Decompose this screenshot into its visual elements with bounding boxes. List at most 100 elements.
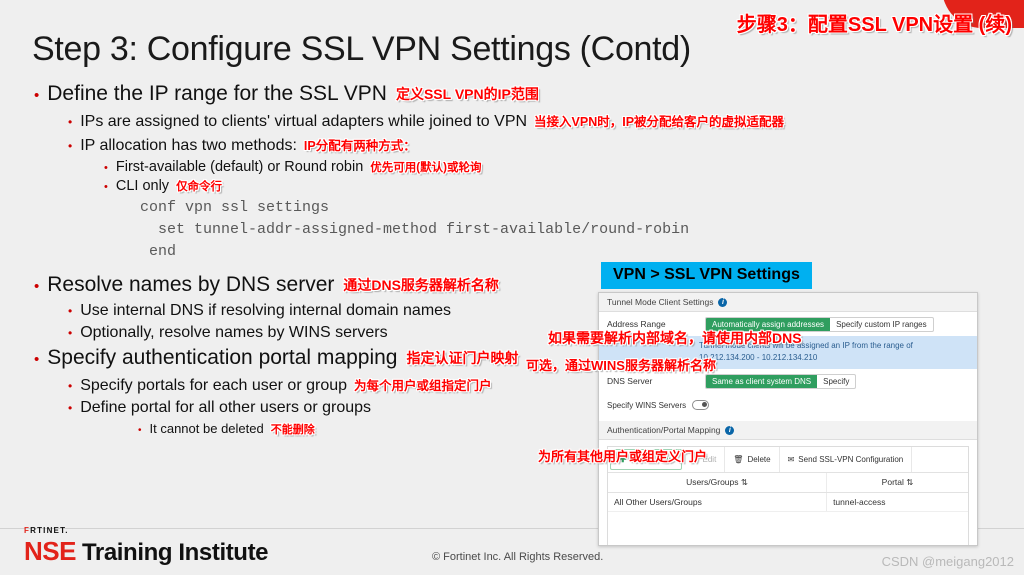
auth-portal-section-label: Authentication/Portal Mapping xyxy=(607,425,721,436)
bullet-marker-icon: • xyxy=(104,162,108,174)
delete-label: Delete xyxy=(747,455,771,465)
bullet-cn-annotation: 不能删除 xyxy=(270,424,315,437)
trash-icon: 🗑 xyxy=(733,455,744,465)
tunnel-mode-section-header: Tunnel Mode Client Settings i xyxy=(599,293,977,312)
portal-header-label: Portal xyxy=(881,477,904,488)
bullet-level1-portal-mapping: • Specify authentication portal mapping … xyxy=(30,346,1010,370)
cell-users-groups: All Other Users/Groups xyxy=(608,492,827,513)
nse-text: NSE xyxy=(24,536,76,566)
bullet-marker-icon: • xyxy=(34,351,40,369)
bullet-marker-icon: • xyxy=(68,326,73,341)
table-row[interactable]: All Other Users/Groups tunnel-access xyxy=(608,492,968,513)
bullet-text: Define the IP range for the SSL VPN xyxy=(47,82,387,105)
bullet-text: Specify authentication portal mapping xyxy=(47,346,398,370)
dns-server-row: DNS Server Same as client system DNS Spe… xyxy=(599,369,977,393)
copyright-notice: © Fortinet Inc. All Rights Reserved. xyxy=(432,551,604,563)
bullet-text: Define portal for all other users or gro… xyxy=(80,399,372,417)
sort-icon[interactable]: ⇅ xyxy=(740,477,748,488)
bullet-text: Optionally, resolve names by WINS server… xyxy=(80,324,388,342)
plus-icon: ✚ xyxy=(619,454,627,465)
cli-code-block: conf vpn ssl settings set tunnel-addr-as… xyxy=(140,199,690,260)
bullet-marker-icon: • xyxy=(68,379,73,394)
bullet-cn-annotation: IP分配有两种方式： xyxy=(303,139,416,153)
auth-portal-section-header: Authentication/Portal Mapping i xyxy=(599,421,977,441)
table-empty-area xyxy=(608,512,968,545)
bullet-cn-annotation: 通过DNS服务器解析名称 xyxy=(343,277,499,294)
bullet-level2-ips-assigned: • IPs are assigned to clients' virtual a… xyxy=(30,111,1010,131)
column-header-portal[interactable]: Portal ⇅ xyxy=(826,473,968,494)
address-range-segmented-control[interactable]: Automatically assign addresses Specify c… xyxy=(705,316,934,332)
envelope-icon: ✉ xyxy=(787,455,795,465)
bullet-marker-icon: • xyxy=(34,87,40,104)
portal-mapping-table-wrapper: ✚ Create New ✎ Edit 🗑 Delete ✉ Send SSL-… xyxy=(607,446,969,545)
dns-server-segmented-control[interactable]: Same as client system DNS Specify xyxy=(705,373,857,389)
fortinet-wordmark: FRTINET. xyxy=(24,526,268,535)
dns-option-same-as-client[interactable]: Same as client system DNS xyxy=(706,374,818,388)
bullet-marker-icon: • xyxy=(68,139,73,153)
address-range-option-custom[interactable]: Specify custom IP ranges xyxy=(836,319,927,329)
wins-servers-label: Specify WINS Servers xyxy=(607,400,687,410)
bullet-marker-icon: • xyxy=(138,425,142,437)
bullet-level2-define-portal-others: • Define portal for all other users or g… xyxy=(30,399,1010,417)
bullet-text: CLI only xyxy=(115,178,170,194)
bullet-cn-annotation: 优先可用(默认)或轮询 xyxy=(370,162,482,174)
bullet-level2-specify-portals: • Specify portals for each user or group… xyxy=(30,375,1010,395)
address-range-row: Address Range Automatically assign addre… xyxy=(599,312,977,336)
ssl-vpn-settings-panel: Tunnel Mode Client Settings i Address Ra… xyxy=(598,292,978,546)
edit-label: Edit xyxy=(702,455,717,465)
bullet-marker-icon: • xyxy=(104,181,108,193)
bullet-marker-icon: • xyxy=(68,401,73,416)
table-header-row: Users/Groups ⇅ Portal ⇅ xyxy=(608,473,968,494)
bullet-text: First-available (default) or Round robin xyxy=(115,159,364,175)
create-new-button[interactable]: ✚ Create New xyxy=(610,449,682,471)
users-groups-header-label: Users/Groups xyxy=(686,477,739,488)
wins-servers-toggle[interactable] xyxy=(692,400,710,411)
spacer xyxy=(30,262,1010,273)
csdn-watermark: CSDN @meigang2012 xyxy=(881,554,1014,569)
address-range-hint: Tunnel mode clients will be assigned an … xyxy=(599,336,977,370)
bullet-marker-icon: • xyxy=(68,304,73,319)
fortinet-rest: RTINET. xyxy=(30,526,69,535)
address-range-option-auto[interactable]: Automatically assign addresses xyxy=(706,317,831,331)
bullet-text: It cannot be deleted xyxy=(149,421,264,437)
gui-breadcrumb-banner: VPN > SSL VPN Settings xyxy=(601,262,812,289)
bullet-text: Specify portals for each user or group xyxy=(80,377,348,395)
bullet-level2-wins-servers: • Optionally, resolve names by WINS serv… xyxy=(30,324,1010,342)
bullet-cn-annotation: 为每个用户或组指定门户 xyxy=(354,379,492,394)
info-icon[interactable]: i xyxy=(718,297,728,307)
bullet-text: IP allocation has two methods: xyxy=(80,137,297,154)
sort-icon[interactable]: ⇅ xyxy=(906,477,914,488)
bullet-marker-icon: • xyxy=(68,115,73,129)
bullet-level2-ip-allocation: • IP allocation has two methods: IP分配有两种… xyxy=(30,135,1010,155)
send-ssl-vpn-configuration-button[interactable]: ✉ Send SSL-VPN Configuration xyxy=(780,447,913,473)
wins-servers-row: Specify WINS Servers xyxy=(599,393,977,417)
edit-button[interactable]: ✎ Edit xyxy=(684,447,726,473)
bullet-cn-annotation: 定义SSL VPN的IP范围 xyxy=(395,86,539,102)
delete-button[interactable]: 🗑 Delete xyxy=(725,447,780,473)
bullet-level2-internal-dns: • Use internal DNS if resolving internal… xyxy=(30,302,1010,320)
create-new-label: Create New xyxy=(630,455,673,465)
pencil-icon: ✎ xyxy=(691,455,699,465)
address-range-label: Address Range xyxy=(607,319,666,329)
annotation-wins-servers: 可选，通过WINS服务器解析名称 xyxy=(526,358,716,373)
training-institute-text: Training Institute xyxy=(81,539,269,566)
bullet-level1-resolve-dns: • Resolve names by DNS server 通过DNS服务器解析… xyxy=(30,273,1010,297)
nse-training-institute-logo: FRTINET. NSE Training Institute xyxy=(24,526,269,567)
footer-divider xyxy=(0,528,1024,529)
annotation-internal-dns: 如果需要解析内部域名，请使用内部DNS xyxy=(548,330,802,346)
dns-server-label: DNS Server xyxy=(607,376,653,387)
cell-portal: tunnel-access xyxy=(826,492,968,513)
bullet-text: Resolve names by DNS server xyxy=(47,273,335,297)
bullet-cn-annotation: 指定认证门户映射 xyxy=(406,350,519,367)
portal-mapping-toolbar: ✚ Create New ✎ Edit 🗑 Delete ✉ Send SSL-… xyxy=(608,447,968,474)
bullet-text: IPs are assigned to clients' virtual ada… xyxy=(80,113,528,130)
bullet-level3-first-available: • First-available (default) or Round rob… xyxy=(30,159,1010,175)
column-header-users-groups[interactable]: Users/Groups ⇅ xyxy=(608,473,827,494)
bullet-marker-icon: • xyxy=(34,278,40,296)
dns-option-specify[interactable]: Specify xyxy=(823,376,850,386)
annotation-define-portal-others: 为所有其他用户或组定义门户 xyxy=(538,449,708,464)
page-title: Step 3: Configure SSL VPN Settings (Cont… xyxy=(32,30,691,68)
bullet-list: • Define the IP range for the SSL VPN 定义… xyxy=(30,82,1010,440)
info-icon[interactable]: i xyxy=(725,425,735,435)
